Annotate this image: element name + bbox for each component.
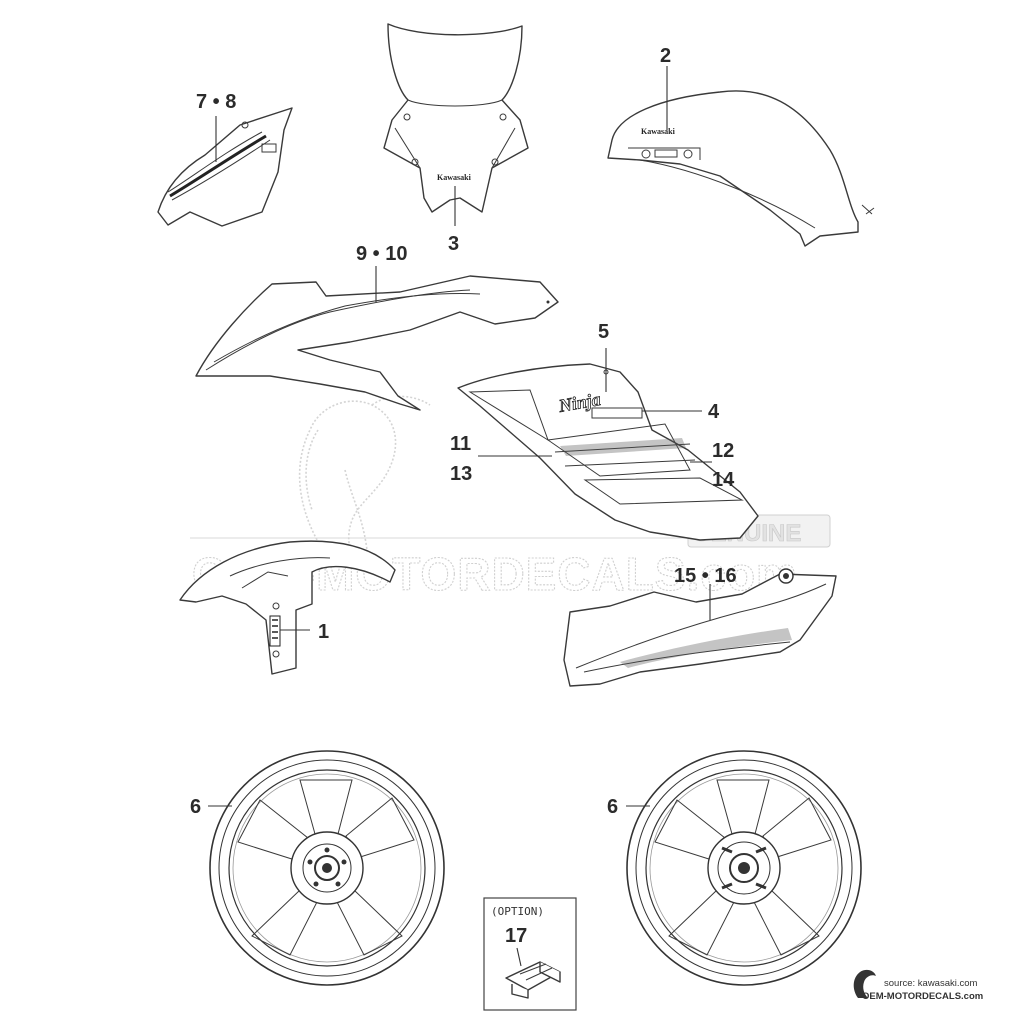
tank-brand-decal: Kawasaki (641, 127, 676, 136)
leader-17 (516, 947, 522, 967)
source-line-2: OEM-MOTORDECALS.com (862, 991, 983, 1002)
part-lower-cowl: 15 • 16 (563, 565, 837, 687)
callout-13: 13 (450, 463, 472, 485)
source-bird-icon (853, 969, 876, 998)
callout-12: 12 (712, 440, 734, 462)
part-front-side-cowl: 7 • 8 (157, 91, 293, 227)
callout-5: 5 (598, 321, 609, 343)
callout-7-8: 7 • 8 (196, 91, 236, 113)
callout-1: 1 (318, 621, 329, 643)
part-option-box: (OPTION) 17 (483, 897, 577, 1011)
part-lower-side-fairing: Ninja 5 4 11 13 12 14 (450, 321, 759, 541)
option-frame (483, 897, 577, 1011)
part-windscreen: Kawasaki 3 (383, 23, 529, 255)
model-badge-decal (591, 407, 643, 419)
part-fuel-tank: Kawasaki 2 (607, 45, 875, 247)
callout-6-right: 6 (607, 796, 618, 818)
option-label: (OPTION) (491, 905, 544, 918)
watermark-bird-logo (298, 395, 431, 566)
callout-15-16: 15 • 16 (674, 565, 737, 587)
callout-6-left: 6 (190, 796, 201, 818)
part-upper-side-fairing: 9 • 10 (195, 243, 559, 411)
option-part-clip (505, 961, 561, 999)
callout-2: 2 (660, 45, 671, 67)
part-wheel-right: 6 (607, 750, 862, 986)
part-front-fender: 1 (179, 540, 396, 675)
source-credit: source: kawasaki.com OEM-MOTORDECALS.com (853, 969, 983, 1002)
callout-11: 11 (450, 433, 471, 455)
windscreen-brand-decal: Kawasaki (437, 173, 472, 182)
callout-17: 17 (505, 925, 527, 947)
source-line-1: source: kawasaki.com (884, 978, 978, 989)
callout-9-10: 9 • 10 (356, 243, 407, 265)
callout-14: 14 (712, 469, 735, 491)
callout-4: 4 (708, 401, 720, 423)
callout-3: 3 (448, 233, 459, 255)
part-wheel-left: 6 (190, 750, 445, 986)
